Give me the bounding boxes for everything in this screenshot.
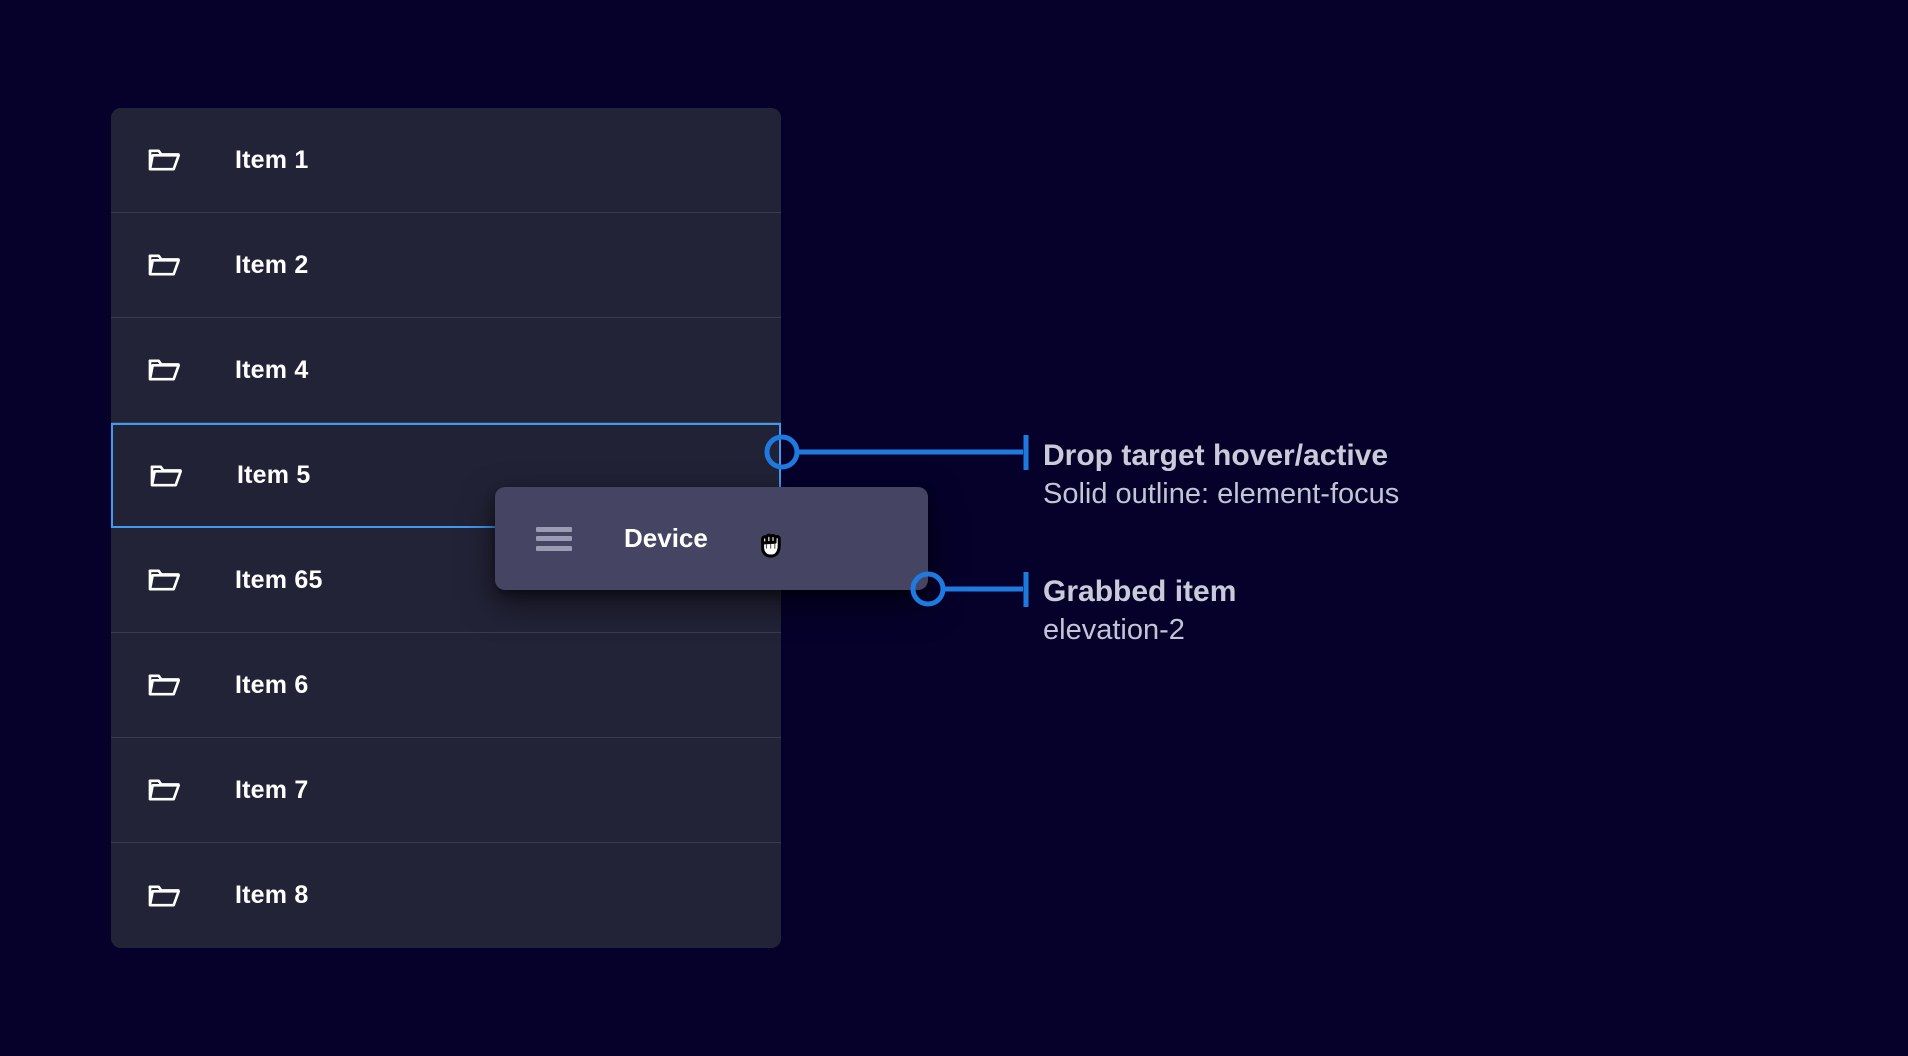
drag-handle-bar: [536, 526, 572, 532]
drop-target-list: Item 1 Item 2 Item 4: [111, 108, 781, 948]
list-item[interactable]: Item 4: [111, 318, 781, 423]
list-item[interactable]: Item 8: [111, 843, 781, 948]
list-item-label: Item 1: [235, 145, 309, 174]
annotation-grabbed-item: Grabbed item elevation-2: [1043, 573, 1236, 650]
drag-handle-icon[interactable]: [536, 526, 572, 551]
list-item-label: Item 5: [237, 461, 311, 489]
folder-open-icon: [145, 560, 185, 600]
folder-open-icon: [145, 140, 185, 180]
list-item[interactable]: Item 1: [111, 108, 781, 213]
drag-handle-bar: [536, 545, 572, 551]
annotation-title: Grabbed item: [1043, 575, 1237, 608]
list-item-label: Item 8: [235, 881, 309, 909]
folder-open-icon: [145, 770, 185, 810]
list-item-label: Item 7: [235, 775, 309, 804]
list-item-label: Item 65: [235, 565, 323, 594]
drag-handle-bar: [536, 536, 572, 541]
annotation-drop-target: Drop target hover/active Solid outline: …: [1043, 437, 1399, 514]
list-item[interactable]: Item 2: [111, 213, 781, 318]
folder-open-icon: [145, 665, 185, 705]
grabbed-item-label: Device: [624, 523, 708, 553]
list-item-label: Item 6: [235, 670, 309, 699]
annotation-subtitle: elevation-2: [1043, 614, 1185, 647]
list-item[interactable]: Item 7: [111, 738, 781, 843]
list-item-label: Item 4: [235, 355, 309, 384]
callout-line-grabbed-item: [910, 571, 1029, 607]
callout-line-drop-target: [764, 434, 1029, 470]
annotation-title: Drop target hover/active: [1043, 439, 1389, 472]
list-item-label: Item 2: [235, 250, 309, 279]
folder-open-icon: [147, 456, 187, 496]
grabbed-item-chip[interactable]: Device: [495, 487, 928, 590]
annotation-subtitle: Solid outline: element-focus: [1043, 478, 1400, 511]
folder-open-icon: [145, 245, 185, 285]
folder-open-icon: [145, 876, 185, 916]
list-item[interactable]: Item 6: [111, 633, 781, 738]
folder-open-icon: [145, 350, 185, 390]
